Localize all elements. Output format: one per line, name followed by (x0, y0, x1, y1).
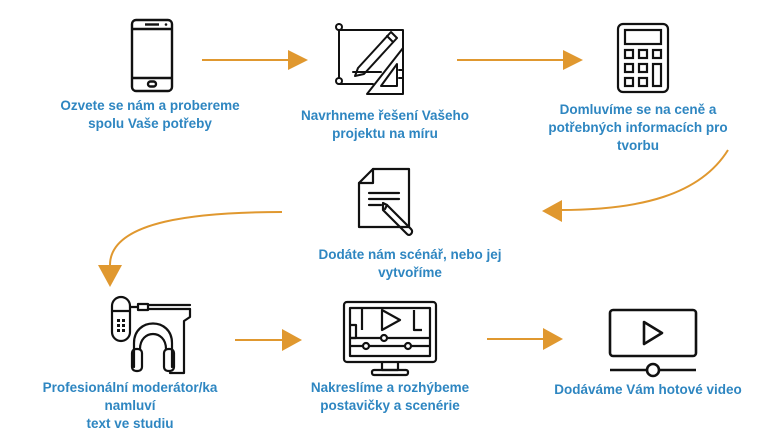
step-1: Ozvete se nám a probereme spolu Vaše pot… (0, 0, 260, 150)
smartphone-icon (130, 18, 174, 93)
step-label: Navrhneme řešení Vašeho projektu na míru (300, 108, 470, 141)
step-label: Domluvíme se na ceně a potřebných inform… (548, 102, 728, 153)
blueprint-design-icon (335, 23, 404, 95)
step-4: Dodáte nám scénář, nebo jej vytvoříme (260, 150, 560, 290)
step-label: Dodáváme Vám hotové video (554, 382, 742, 397)
step-7: Dodáváme Vám hotové video (508, 280, 768, 432)
calculator-icon (616, 22, 670, 94)
step-label: Profesionální moderátor/ka namluví text … (42, 380, 218, 431)
monitor-animation-icon (342, 300, 438, 377)
step-5: Profesionální moderátor/ka namluví text … (0, 280, 260, 432)
step-label: Nakreslíme a rozhýbeme postavičky a scen… (310, 380, 470, 413)
step-label: Ozvete se nám a probereme spolu Vaše pot… (60, 98, 240, 131)
step-6: Nakreslíme a rozhýbeme postavičky a scen… (260, 280, 520, 432)
arrow-4-5-curve (109, 211, 283, 266)
microphone-headphones-icon (110, 295, 192, 375)
step-2: Navrhneme řešení Vašeho projektu na míru (260, 0, 520, 150)
step-label: Dodáte nám scénář, nebo jej vytvoříme (318, 247, 502, 280)
step-3: Domluvíme se na ceně a potřebných inform… (508, 0, 768, 160)
document-edit-icon (357, 167, 414, 236)
video-player-icon (608, 308, 698, 378)
